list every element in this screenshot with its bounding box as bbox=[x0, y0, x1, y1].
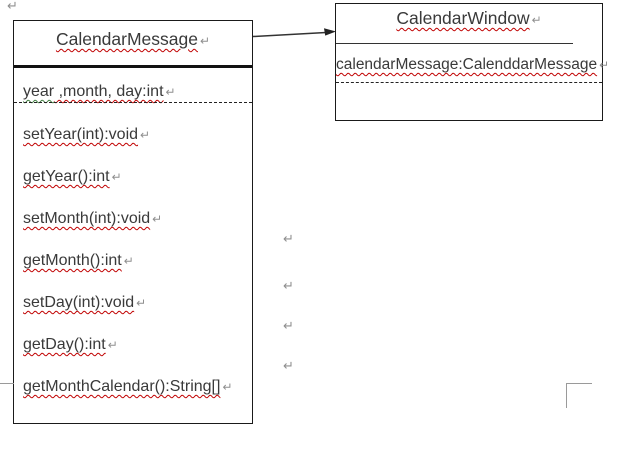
method-line[interactable]: getDay():int↵ bbox=[23, 335, 118, 355]
return-mark: ↵ bbox=[152, 212, 163, 226]
attribute-line[interactable]: year ,month, day:int↵ bbox=[23, 82, 176, 102]
method-text: getMonthCalendar():String[] bbox=[23, 378, 221, 395]
method-text: setMonth(int):void bbox=[23, 210, 151, 227]
attribute-line[interactable]: calendarMessage:CalenddarMessage↵ bbox=[336, 55, 609, 75]
method-text: getYear():int bbox=[23, 168, 110, 185]
canvas-corner-mark bbox=[0, 383, 14, 384]
method-line[interactable]: getMonthCalendar():String[]↵ bbox=[23, 377, 233, 397]
attribute-rest-part: ,month, day:int bbox=[54, 83, 164, 100]
attribute-method-dashed-separator bbox=[336, 82, 602, 83]
return-mark: ↵ bbox=[111, 170, 122, 184]
return-mark: ↵ bbox=[136, 296, 147, 310]
return-mark: ↵ bbox=[107, 338, 118, 352]
method-text: getMonth():int bbox=[23, 252, 122, 269]
return-mark: ↵ bbox=[222, 380, 233, 394]
return-mark: ↵ bbox=[199, 34, 211, 48]
method-line[interactable]: setDay(int):void↵ bbox=[23, 293, 146, 313]
uml-class-box-calendarmessage[interactable]: CalendarMessage↵ year ,month, day:int↵ s… bbox=[13, 20, 253, 424]
attribute-text: calendarMessage:CalenddarMessage bbox=[336, 56, 598, 73]
uml-class-box-calendarwindow[interactable]: CalendarWindow↵ calendarMessage:Calendda… bbox=[335, 3, 609, 121]
method-text: getDay():int bbox=[23, 336, 106, 353]
method-text: setYear(int):void bbox=[23, 126, 139, 143]
canvas-corner-mark bbox=[566, 383, 592, 408]
paragraph-return-mark: ↵ bbox=[283, 278, 294, 293]
return-mark: ↵ bbox=[123, 254, 134, 268]
class-name-text: CalendarWindow bbox=[396, 8, 530, 28]
method-line[interactable]: getMonth():int↵ bbox=[23, 251, 134, 271]
return-mark: ↵ bbox=[531, 13, 542, 27]
title-separator-line bbox=[14, 65, 252, 68]
arrowhead-icon bbox=[324, 28, 336, 36]
paragraph-return-mark: ↵ bbox=[7, 0, 18, 13]
method-line[interactable]: setMonth(int):void↵ bbox=[23, 209, 162, 229]
method-line[interactable]: setYear(int):void↵ bbox=[23, 125, 150, 145]
paragraph-return-mark: ↵ bbox=[283, 318, 294, 333]
method-text: setDay(int):void bbox=[23, 294, 135, 311]
method-line[interactable]: getYear():int↵ bbox=[23, 167, 122, 187]
paragraph-return-mark: ↵ bbox=[283, 231, 294, 246]
class-name-text: CalendarMessage bbox=[55, 29, 198, 49]
return-mark: ↵ bbox=[599, 58, 610, 72]
paragraph-return-mark: ↵ bbox=[283, 358, 294, 373]
attribute-method-dashed-separator bbox=[14, 102, 252, 103]
class-title-line[interactable]: CalendarWindow↵ bbox=[336, 9, 602, 30]
class-title-line[interactable]: CalendarMessage↵ bbox=[14, 30, 252, 51]
return-mark: ↵ bbox=[140, 128, 151, 142]
attribute-grammar-part: year bbox=[23, 83, 55, 100]
title-separator-line bbox=[336, 43, 573, 44]
return-mark: ↵ bbox=[165, 85, 176, 99]
